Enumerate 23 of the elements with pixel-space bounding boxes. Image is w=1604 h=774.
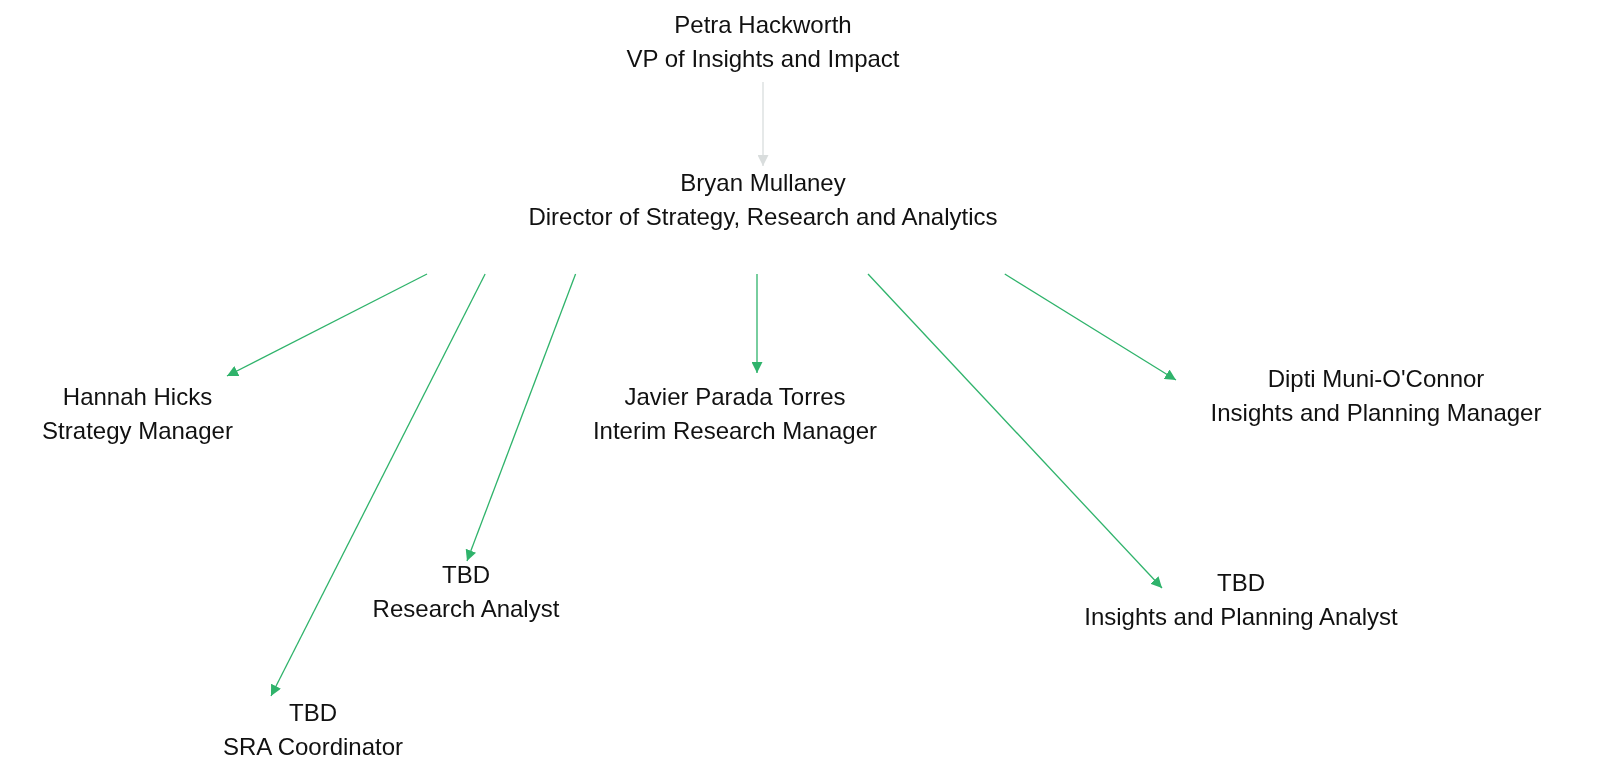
job-title: Insights and Planning Analyst bbox=[1084, 602, 1398, 632]
person-name: Dipti Muni-O'Connor bbox=[1267, 364, 1485, 394]
job-title: Strategy Manager bbox=[42, 416, 233, 446]
arrow bbox=[867, 273, 1163, 589]
person-name: Hannah Hicks bbox=[62, 382, 213, 412]
person-name: TBD bbox=[442, 560, 490, 590]
job-title: Director of Strategy, Research and Analytics bbox=[528, 202, 998, 232]
person-name: TBD bbox=[1217, 568, 1265, 598]
job-title: Interim Research Manager bbox=[592, 416, 878, 446]
person-name: Bryan Mullaney bbox=[680, 168, 846, 198]
arrow bbox=[1004, 273, 1177, 381]
arrow bbox=[465, 273, 577, 562]
person-name: Petra Hackworth bbox=[674, 10, 852, 40]
arrow bbox=[751, 273, 763, 374]
job-title: Insights and Planning Manager bbox=[1210, 398, 1542, 428]
job-title: Research Analyst bbox=[372, 594, 560, 624]
job-title: VP of Insights and Impact bbox=[626, 44, 900, 74]
arrow bbox=[270, 273, 486, 697]
job-title: SRA Coordinator bbox=[222, 732, 404, 762]
arrow bbox=[226, 273, 428, 377]
person-name: TBD bbox=[289, 698, 337, 728]
arrow bbox=[757, 81, 769, 167]
person-name: Javier Parada Torres bbox=[624, 382, 846, 412]
